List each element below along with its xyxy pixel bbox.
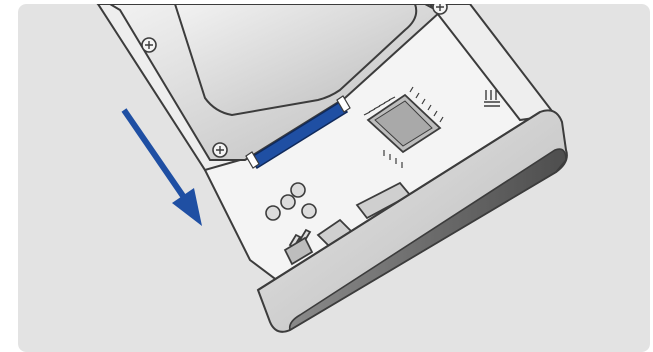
sata-connector-icon <box>245 95 351 170</box>
diagram-panel <box>18 4 650 352</box>
tray-handle-icon <box>256 109 568 333</box>
direction-arrow-icon <box>121 108 202 226</box>
hard-drive-icon <box>108 4 442 161</box>
screw-icon <box>212 142 228 158</box>
screw-icon <box>432 4 448 15</box>
capacitor-icon <box>265 182 317 221</box>
screw-icon <box>141 37 157 53</box>
jumper-pins-icon <box>484 90 500 107</box>
chip-icon <box>363 86 444 168</box>
component-block-icon <box>283 181 412 266</box>
drive-install-diagram <box>18 4 650 352</box>
